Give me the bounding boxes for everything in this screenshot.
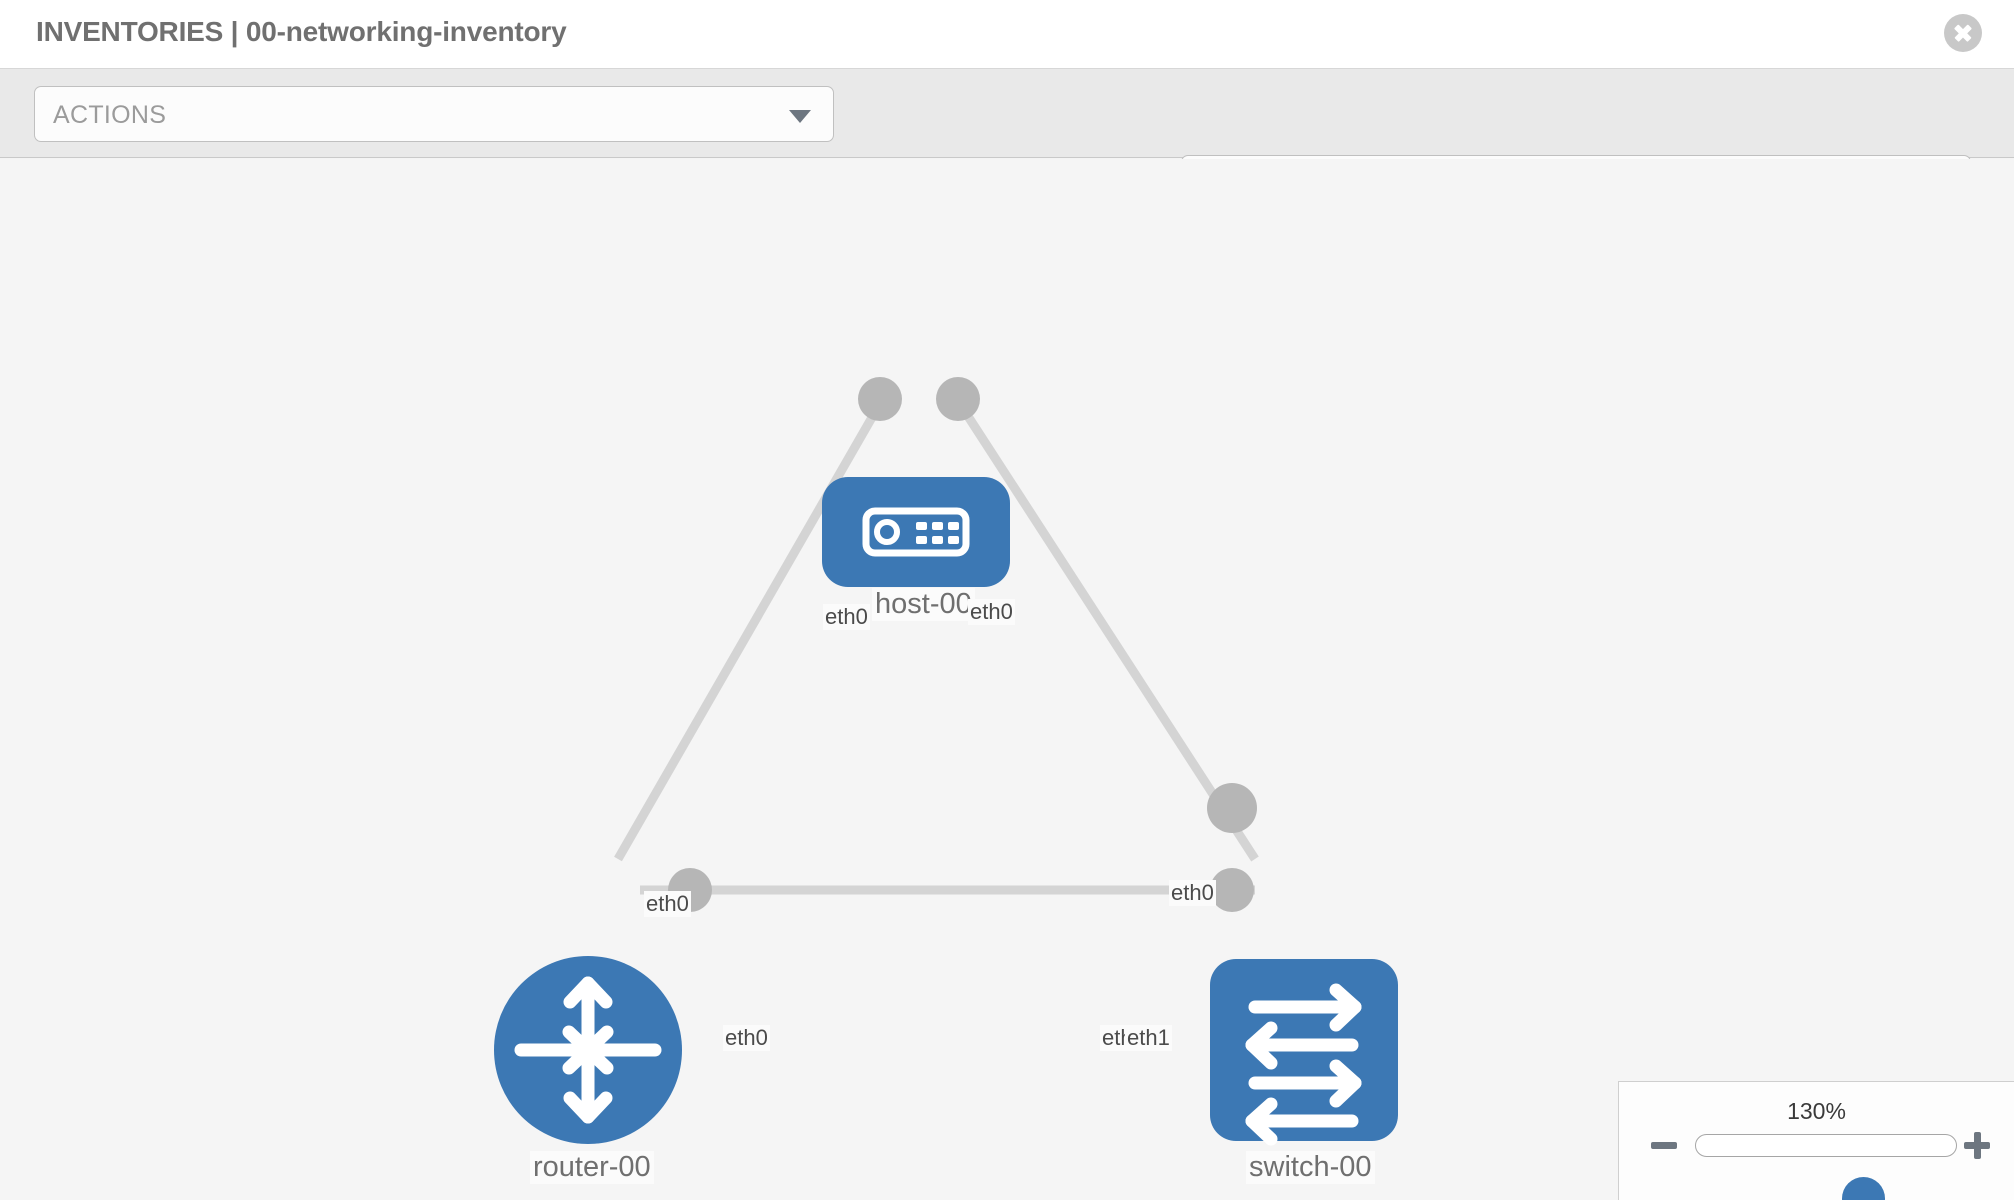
minus-icon[interactable]	[1649, 1130, 1679, 1160]
port-host-right[interactable]	[936, 377, 980, 421]
plus-icon[interactable]	[1962, 1130, 1992, 1160]
node-label-router-00: router-00	[530, 1151, 654, 1184]
zoom-control-panel: 130%	[1618, 1081, 2014, 1200]
edge-label-router-right: eth0	[723, 1025, 770, 1051]
port-switch-left[interactable]	[1210, 868, 1254, 912]
node-host-00[interactable]	[822, 477, 1010, 587]
topology-graph	[494, 377, 1398, 1146]
node-router-00[interactable]	[494, 956, 682, 1144]
node-label-host-00: host-00	[872, 588, 975, 621]
zoom-slider-thumb[interactable]	[1842, 1177, 1885, 1200]
edge-label-switch-left-front: eth1	[1125, 1025, 1172, 1051]
edge-label-switch-upper: eth0	[1169, 880, 1216, 906]
node-label-switch-00: switch-00	[1246, 1151, 1375, 1184]
port-switch-top[interactable]	[1207, 783, 1257, 833]
link-host-router[interactable]	[614, 404, 882, 862]
node-switch-00[interactable]	[1210, 959, 1398, 1146]
edge-label-host-right: eth0	[968, 599, 1015, 625]
link-host-switch[interactable]	[958, 404, 1259, 862]
actions-dropdown-label: ACTIONS	[53, 101, 167, 129]
page-title: INVENTORIES | 00-networking-inventory	[36, 16, 567, 47]
chevron-down-icon	[789, 110, 811, 123]
close-icon[interactable]	[1944, 14, 1982, 52]
actions-dropdown[interactable]: ACTIONS	[34, 86, 834, 142]
edge-label-router-upper: eth0	[644, 891, 691, 917]
zoom-slider-track[interactable]	[1695, 1134, 1957, 1200]
zoom-level-value: 130%	[1787, 1098, 1846, 1124]
toolbar: ACTIONS SEARCH	[0, 69, 2014, 211]
title-bar: INVENTORIES | 00-networking-inventory	[0, 0, 2014, 69]
port-host-left[interactable]	[858, 377, 902, 421]
edge-label-host-left: eth0	[823, 604, 870, 630]
topology-ports	[668, 377, 1257, 912]
topology-canvas[interactable]: host-00 router-00 switch-00 eth0 eth0 et…	[0, 159, 2014, 1200]
